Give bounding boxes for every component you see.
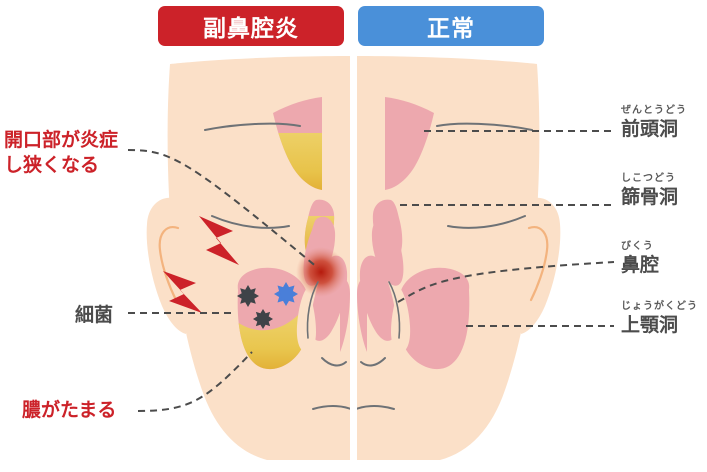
center-divider [350,56,357,460]
tab-sinusitis[interactable]: 副鼻腔炎 [158,6,344,46]
right-septum-side [357,278,367,352]
annotation-maxillary-sinus-label: 上顎洞 [621,314,679,337]
left-drainage-duct [306,281,319,339]
pain-bolt-upper [199,216,239,265]
left-meatus-space [296,288,316,352]
annotation-ostium-line1: 開口部が炎症 [4,129,119,151]
bacterium-dark-1 [237,285,259,307]
annotation-frontal-sinus-ruby: ぜんとうどう [621,105,687,116]
annotation-ethmoid-sinus-label: 篩骨洞 [621,186,679,209]
annotation-ostium-inflammation: 開口部が炎症 し狭くなる [4,128,118,178]
annotation-bacteria: 細菌 [75,303,113,328]
right-drainage-duct [388,281,401,339]
right-meatus-space [391,288,411,352]
annotation-frontal-sinus: ぜんとうどう 前頭洞 [621,104,687,142]
annotation-maxillary-sinus: じょうがくどう 上顎洞 [621,300,698,338]
right-eye [447,215,526,229]
annotation-ostium-line2: し狭くなる [4,154,100,177]
left-nostril [321,357,347,367]
right-maxillary-sinus [396,267,470,370]
left-eye [211,215,290,229]
right-ear [519,197,561,334]
left-ear-detail [158,226,180,302]
leader-lines [127,130,615,412]
annotation-maxillary-sinus-ruby: じょうがくどう [621,301,698,312]
annotation-nasal-cavity-ruby: びくう [621,241,654,252]
annotation-pus-label: 膿がたまる [22,399,117,421]
bacteria-group [237,282,298,329]
right-nostril [360,357,386,367]
inflamed-ostium [296,247,346,297]
annotation-nasal-cavity: びくう 鼻腔 [621,240,659,278]
right-eyebrow [436,122,533,131]
bacterium-dark-2 [253,309,273,329]
pain-bolt-lower [163,271,202,313]
tab-normal[interactable]: 正常 [358,6,544,46]
right-frontal-sinus [385,97,434,190]
annotation-pus-accumulation: 膿がたまる [22,398,116,423]
left-septum-side [340,278,350,352]
leader-nasal [397,261,615,303]
annotation-bacteria-label: 細菌 [75,304,114,326]
right-inferior-turbinate [359,255,397,341]
pain-indicator-group [163,216,239,313]
bacterium-blue [274,282,298,306]
right-ear-detail [527,226,549,302]
annotation-nasal-cavity-label: 鼻腔 [621,254,660,277]
leader-pus [137,351,253,412]
normal-side-anatomy [357,97,470,370]
leader-ostium [127,149,319,269]
annotation-frontal-sinus-label: 前頭洞 [621,118,679,141]
annotation-ethmoid-sinus: しこつどう 篩骨洞 [621,172,678,210]
annotation-ethmoid-sinus-ruby: しこつどう [621,173,676,184]
left-eyebrow [204,122,301,131]
